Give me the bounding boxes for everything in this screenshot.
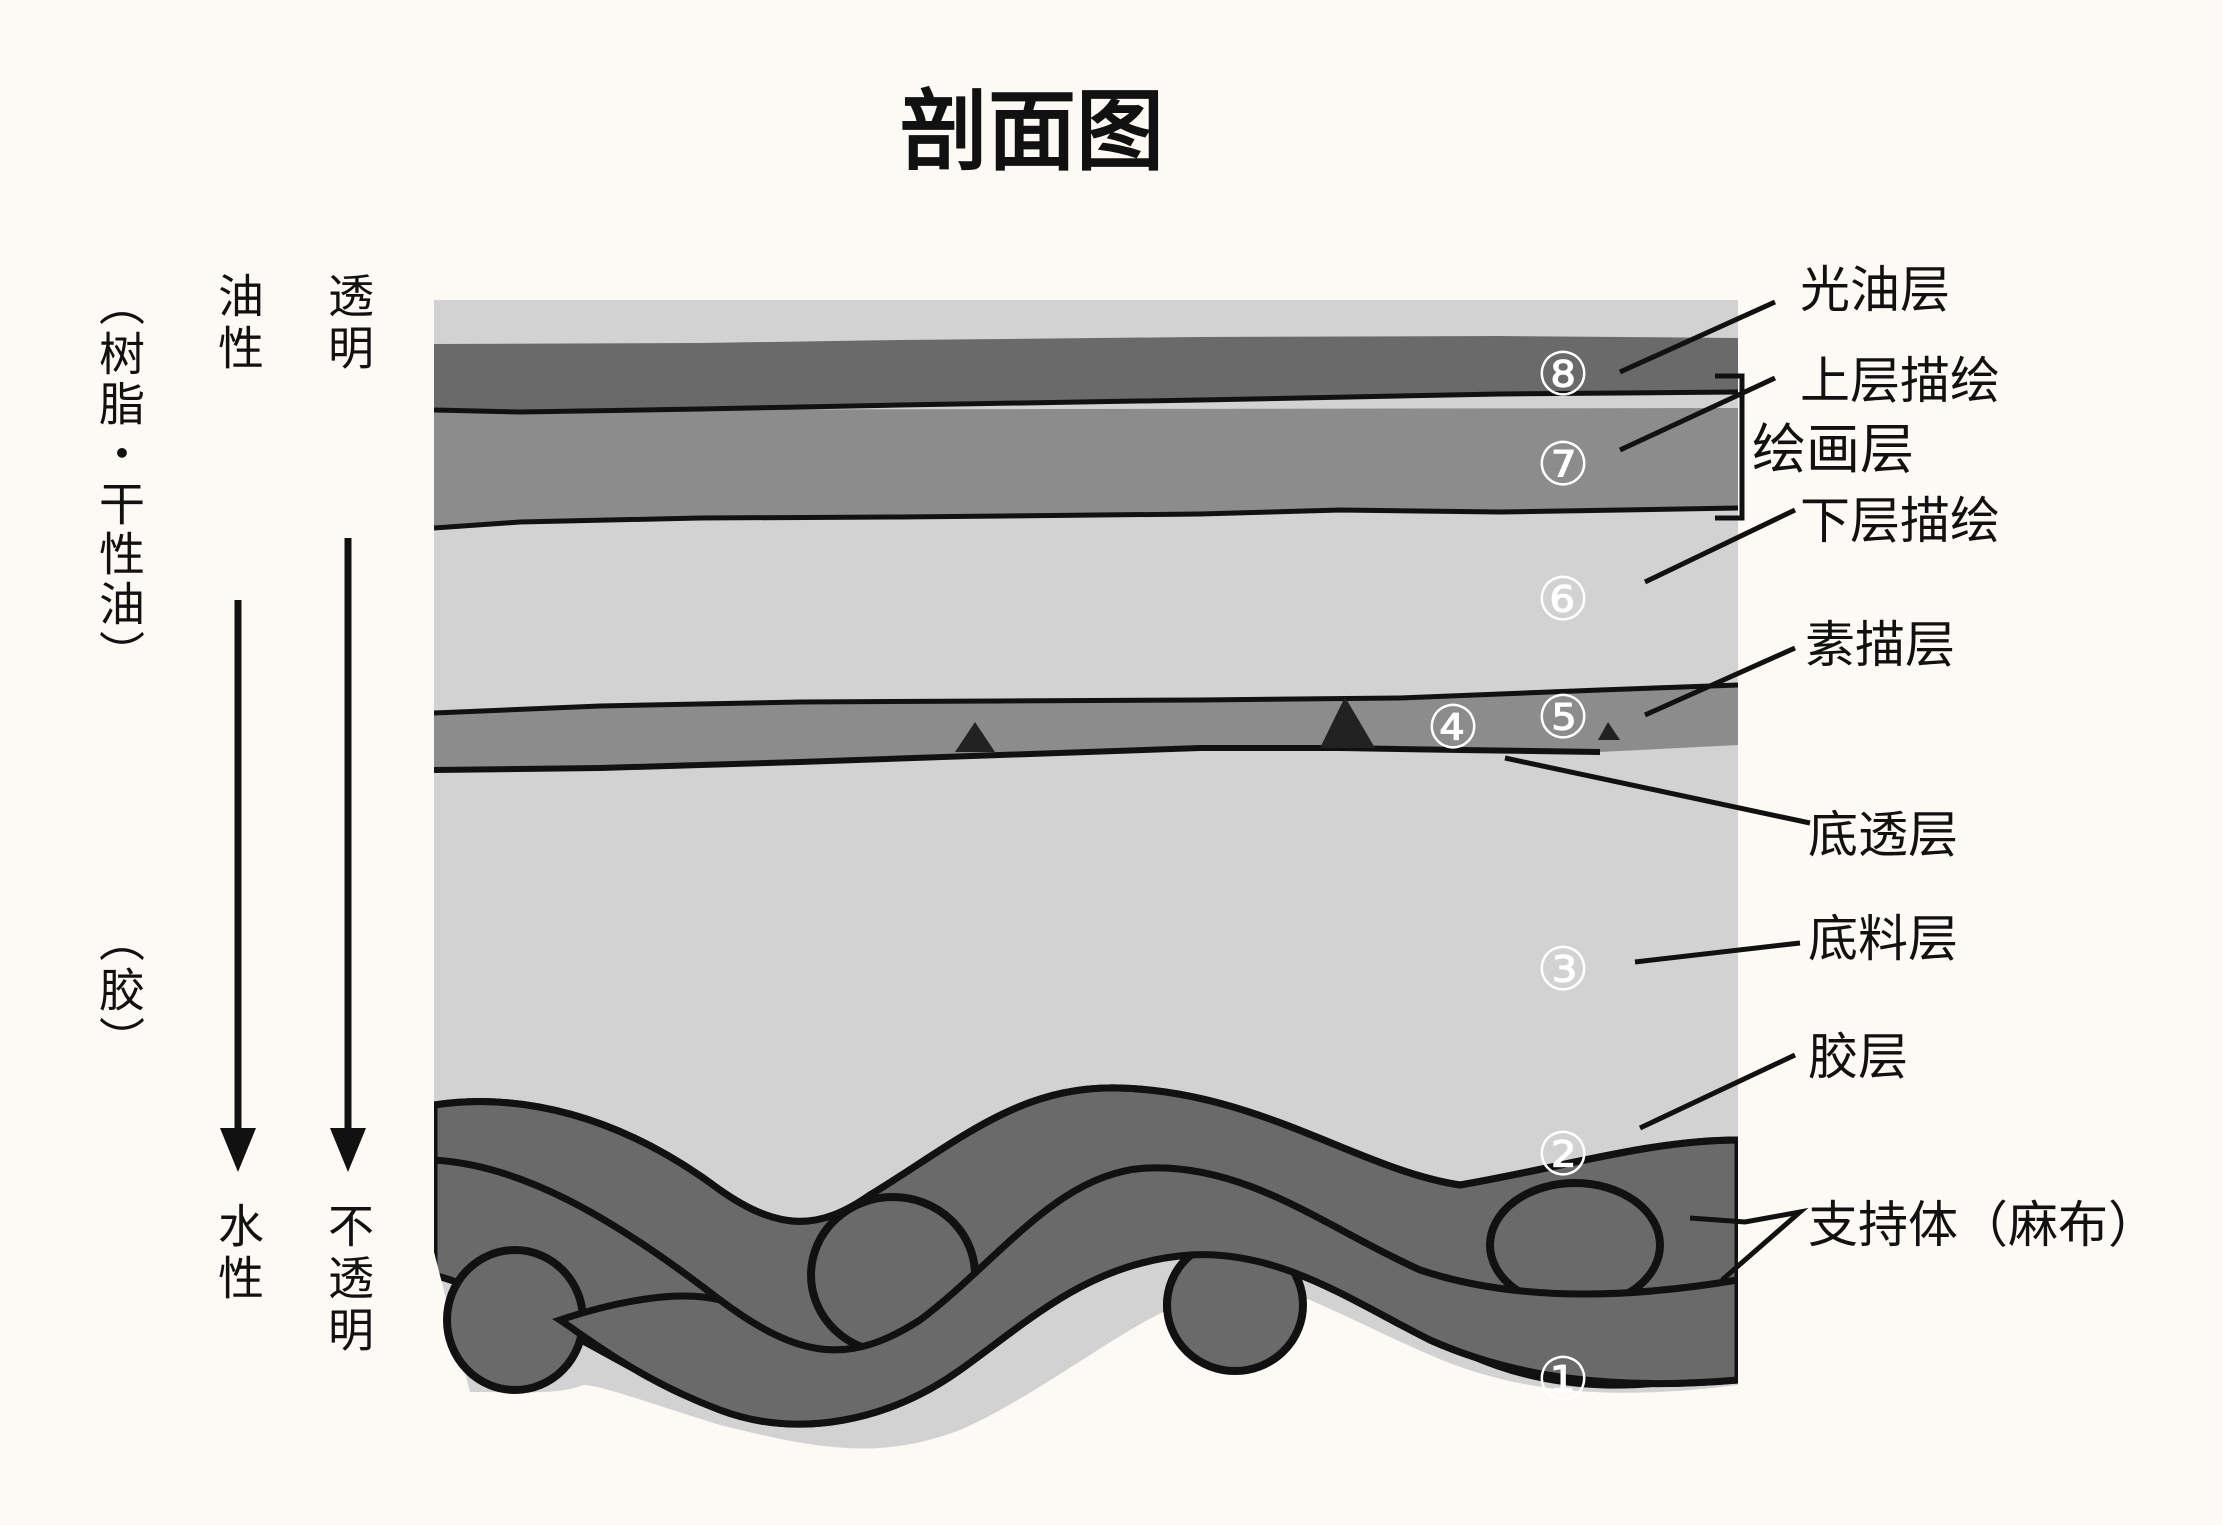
axis-oil: 油性 水性 [211,272,265,1306]
diagram-title: 剖面图 [900,79,1164,183]
axis-oil-arrow-head [220,1128,256,1172]
label-upper-paint: 上层描绘 [1800,352,2000,410]
label-varnish: 光油层 [1800,261,1950,319]
layer-number-2: ② [1536,1120,1590,1190]
axis-transparency-arrow-head [330,1128,366,1172]
leader-upper-paint [1618,375,1777,453]
axis-oil-bottom: 水性 [211,1202,265,1306]
label-painting-group: 绘画层 [1752,418,1914,481]
panel-bottom-mask [434,1252,1738,1460]
layer-number-4: ④ [1426,693,1480,763]
axis-resin-bottom: （胶） [92,916,146,1066]
label-lower-paint: 下层描绘 [1800,492,2000,550]
layer-number-3: ③ [1536,935,1590,1005]
axis-resin-top: （树脂・干性油） [92,280,146,680]
axis-oil-top: 油性 [211,272,265,376]
ground-bottom-outline [434,1084,1738,1225]
right-labels: 光油层 上层描绘 绘画层 下层描绘 素描层 底透层 底料层 胶层 支持体（麻布） [1752,261,2158,1254]
label-ground-transparent: 底透层 [1808,806,1958,864]
label-ground: 底料层 [1808,910,1958,968]
painting-group-bracket [1715,373,1745,521]
leader-sketch [1643,645,1797,718]
axis-transparency-top: 透明 [321,272,375,376]
sketch-mark [1598,722,1620,740]
sketch-mark [955,722,995,752]
leader-support [1689,1207,1809,1282]
leader-glue [1638,1052,1797,1131]
sketch-top-outline [434,682,1738,716]
layer-number-1: ① [1536,1345,1590,1415]
label-support: 支持体（麻布） [1808,1196,2158,1254]
axis-transparency: 透明 不透明 [321,272,375,1358]
layer-numbers: ⑧ ⑦ ⑥ ⑤ ④ ③ ② ① [1426,340,1590,1415]
axis-resin: （树脂・干性油） （胶） [92,280,146,1066]
varnish-outline [434,389,1738,415]
support-warp-lower [552,1164,1738,1428]
label-sketch: 素描层 [1805,616,1955,674]
label-glue: 胶层 [1808,1028,1908,1086]
leader-lower-paint [1643,507,1797,585]
layer-number-8: ⑧ [1536,340,1590,410]
leader-ground [1634,940,1801,965]
layer-number-5: ⑤ [1536,683,1590,753]
layer-number-7: ⑦ [1536,430,1590,500]
leader-lines [1504,299,1811,1282]
leader-ground-transparent [1504,755,1811,826]
cross-section-panel [434,300,1738,1460]
upper-paint-layer [434,408,1738,528]
axis-transparency-bottom: 不透明 [321,1202,375,1358]
sketch-mark [1320,697,1375,748]
ground-transparent-outline [434,745,1601,773]
paint-boundary-outline [434,505,1738,531]
layer-number-6: ⑥ [1536,565,1590,635]
varnish-layer [434,336,1738,412]
leader-varnish [1618,299,1777,375]
